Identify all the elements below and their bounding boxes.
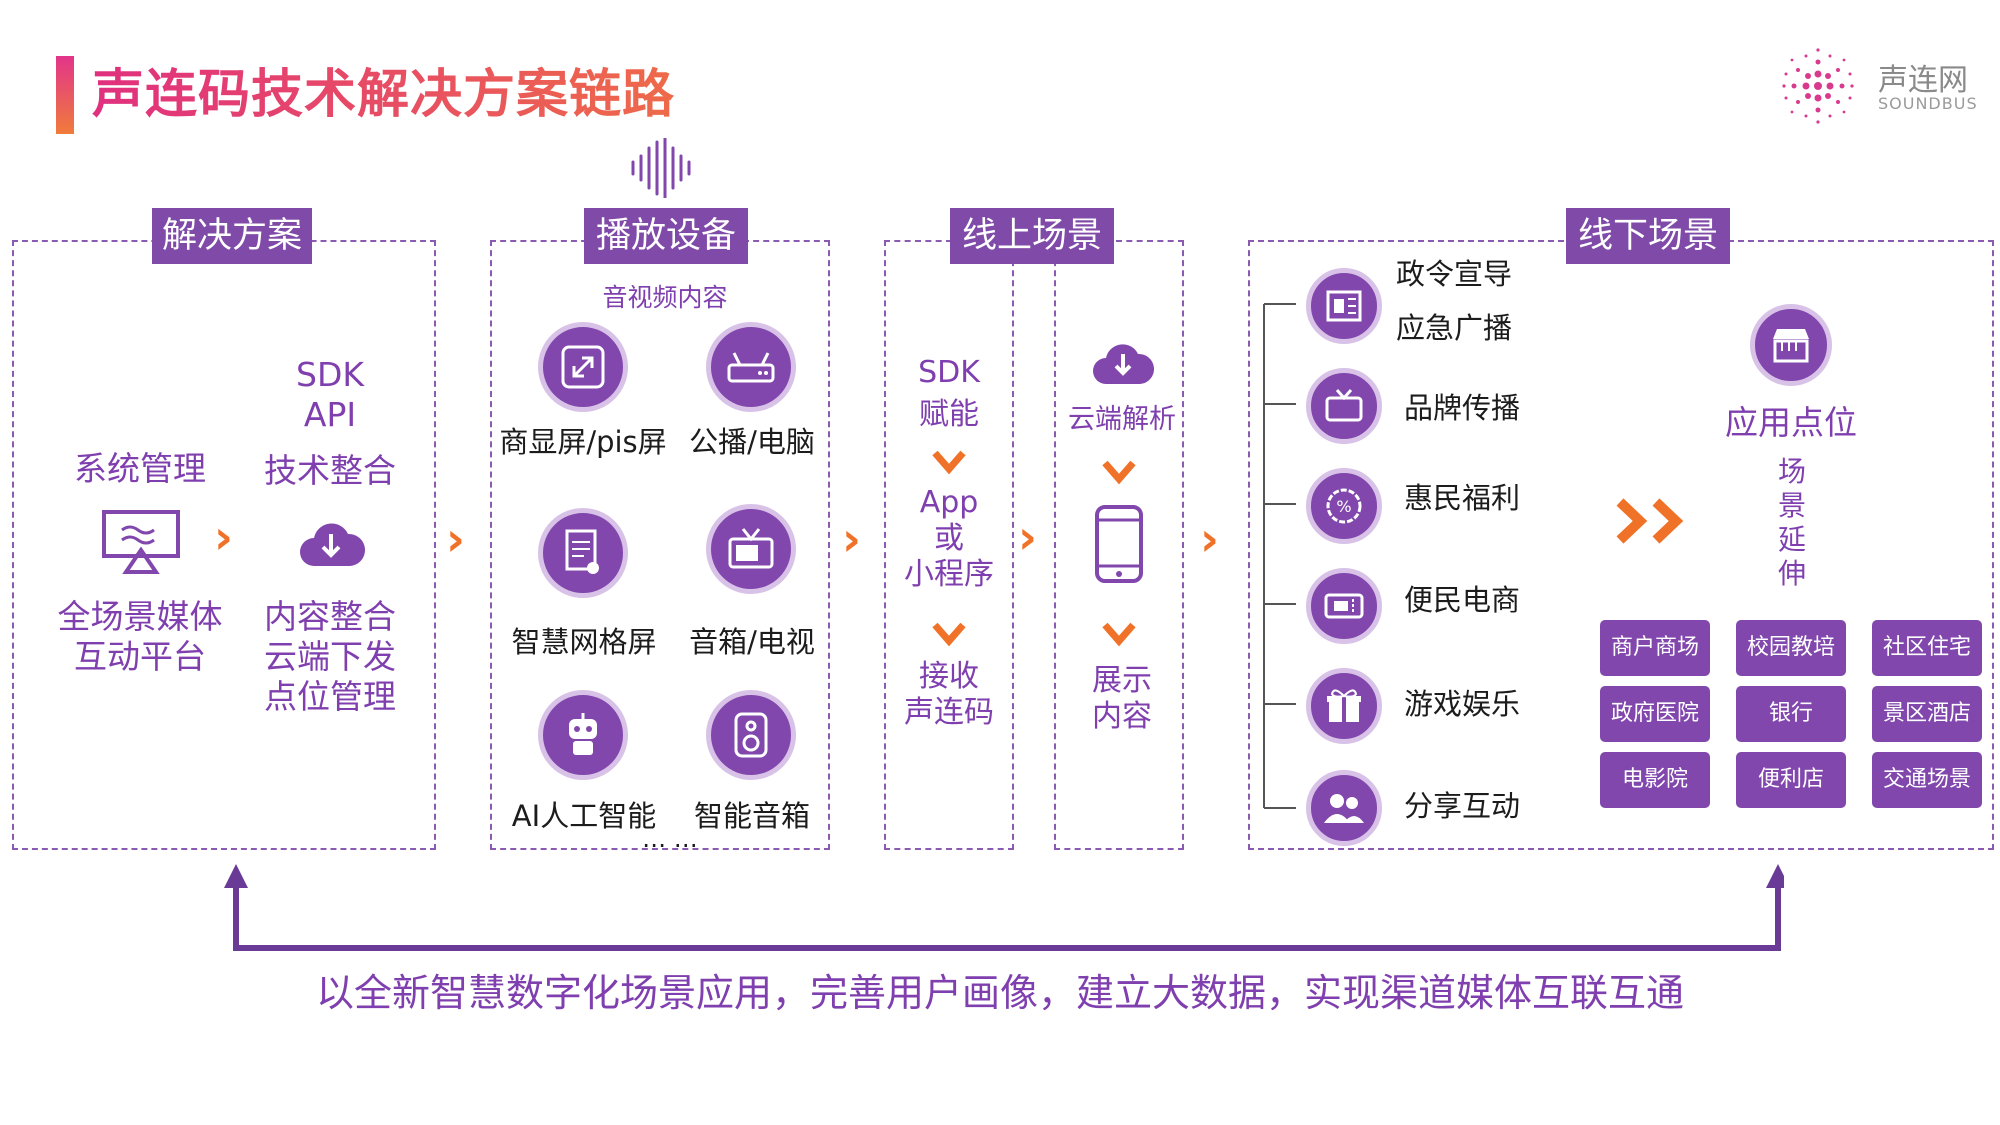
cloud-download-icon: [300, 523, 366, 566]
sdk-label: SDK: [296, 355, 364, 394]
scene-label-1a: 政令宣导: [1396, 257, 1513, 291]
flow-arrow-1: ›: [214, 510, 233, 564]
feedback-arrow: [224, 864, 1784, 951]
ticket-icon: [1306, 568, 1382, 644]
down-chevron-icon: [1102, 460, 1136, 485]
phone-icon: [1095, 505, 1143, 583]
down-chevron-icon: [932, 622, 966, 647]
content-line-1: 内容整合: [264, 597, 396, 636]
place-tag: 便利店: [1736, 752, 1846, 808]
extend-char-4: 伸: [1777, 557, 1806, 590]
platform-line-1: 全场景媒体: [57, 597, 223, 636]
device-label-1: 商显屏/pis屏: [499, 425, 667, 459]
devices-subtitle: 音视频内容: [602, 283, 728, 312]
tag-solution: 解决方案: [152, 208, 312, 264]
platform-line-2: 互动平台: [74, 637, 206, 676]
sound-wave-icon: [631, 138, 691, 198]
newspaper-icon: [1306, 268, 1382, 344]
place-tag: 交通场景: [1872, 752, 1982, 808]
flow-arrow-4: ›: [1018, 510, 1037, 564]
online-receive-line-1: 接收: [919, 659, 979, 694]
online-app-line-1: App: [919, 485, 979, 520]
place-tag: 商户商场: [1600, 620, 1710, 676]
app-point-label: 应用点位: [1725, 403, 1857, 442]
content-line-2: 云端下发: [264, 637, 396, 676]
expand-screen-icon: [538, 322, 628, 412]
device-label-6: 智能音箱: [693, 799, 810, 833]
flow-arrow-5: ›: [1200, 512, 1219, 566]
scene-label-6: 分享互动: [1404, 789, 1521, 823]
online-sdk-line-1: SDK: [918, 355, 980, 390]
down-chevron-icon: [932, 450, 966, 475]
cast-screen-icon: [102, 510, 180, 574]
scene-label-4: 便民电商: [1404, 583, 1521, 617]
page-title: 声连码技术解决方案链路: [92, 56, 675, 134]
online-app-line-2: 或: [934, 521, 964, 556]
double-chevron-icon: [1616, 498, 1684, 544]
title-accent-bar: [56, 56, 74, 134]
flow-arrow-2: ›: [446, 512, 465, 566]
online-sdk-line-2: 赋能: [919, 397, 979, 432]
scene-bracket-lines: [1263, 303, 1296, 809]
place-tag: 电影院: [1600, 752, 1710, 808]
content-line-3: 点位管理: [264, 677, 396, 716]
devices-more: … …: [642, 825, 698, 853]
online-app-line-3: 小程序: [904, 557, 994, 592]
cloud-parse-label: 云端解析: [1068, 404, 1176, 435]
device-label-4: 音箱/电视: [689, 625, 815, 659]
place-tag: 政府医院: [1600, 686, 1710, 742]
tv-icon: [706, 504, 796, 594]
show-content-line-2: 内容: [1092, 699, 1152, 734]
api-label: API: [303, 395, 357, 434]
show-content-line-1: 展示: [1092, 663, 1152, 698]
router-icon: [706, 322, 796, 412]
cloud-download-icon: [1093, 344, 1155, 384]
tech-integration-label: 技术整合: [264, 451, 396, 490]
store-icon: [1750, 304, 1832, 386]
footer-statement: 以全新智慧数字化场景应用，完善用户画像，建立大数据，实现渠道媒体互联互通: [315, 971, 1684, 1015]
place-tag: 银行: [1736, 686, 1846, 742]
news-touch-icon: [538, 508, 628, 598]
robot-icon: [538, 690, 628, 780]
tag-offline: 线下场景: [1566, 208, 1730, 264]
place-tag: 社区住宅: [1872, 620, 1982, 676]
logo-sub: SOUNDBUS: [1878, 94, 1978, 113]
tv-icon: [1306, 368, 1382, 444]
device-label-5: AI人工智能: [511, 799, 657, 833]
flow-arrow-3: ›: [842, 512, 861, 566]
tag-devices: 播放设备: [584, 208, 748, 264]
logo-name: 声连网: [1878, 63, 1968, 98]
tag-online: 线上场景: [950, 208, 1114, 264]
svg-text:%: %: [1336, 497, 1351, 516]
scene-label-5: 游戏娱乐: [1404, 687, 1521, 721]
device-label-2: 公播/电脑: [689, 425, 815, 459]
discount-icon: %: [1306, 468, 1382, 544]
soundbus-logo-icon: [1782, 48, 1854, 124]
extend-char-1: 场: [1777, 455, 1806, 488]
online-box-cloud: [1054, 240, 1184, 850]
device-label-3: 智慧网格屏: [511, 625, 657, 659]
users-icon: [1306, 770, 1382, 846]
down-chevron-icon: [1102, 622, 1136, 647]
speaker-icon: [706, 690, 796, 780]
scene-label-1b: 应急广播: [1396, 311, 1513, 345]
gift-icon: [1306, 668, 1382, 744]
online-box-sdk: [884, 240, 1014, 850]
scene-label-3: 惠民福利: [1404, 481, 1521, 515]
scene-label-2: 品牌传播: [1404, 391, 1521, 425]
extend-char-2: 景: [1777, 489, 1806, 522]
extend-char-3: 延: [1777, 523, 1806, 556]
place-tag: 校园教培: [1736, 620, 1846, 676]
online-receive-line-2: 声连码: [904, 695, 994, 730]
system-mgmt-label: 系统管理: [74, 449, 206, 488]
place-tag: 景区酒店: [1872, 686, 1982, 742]
